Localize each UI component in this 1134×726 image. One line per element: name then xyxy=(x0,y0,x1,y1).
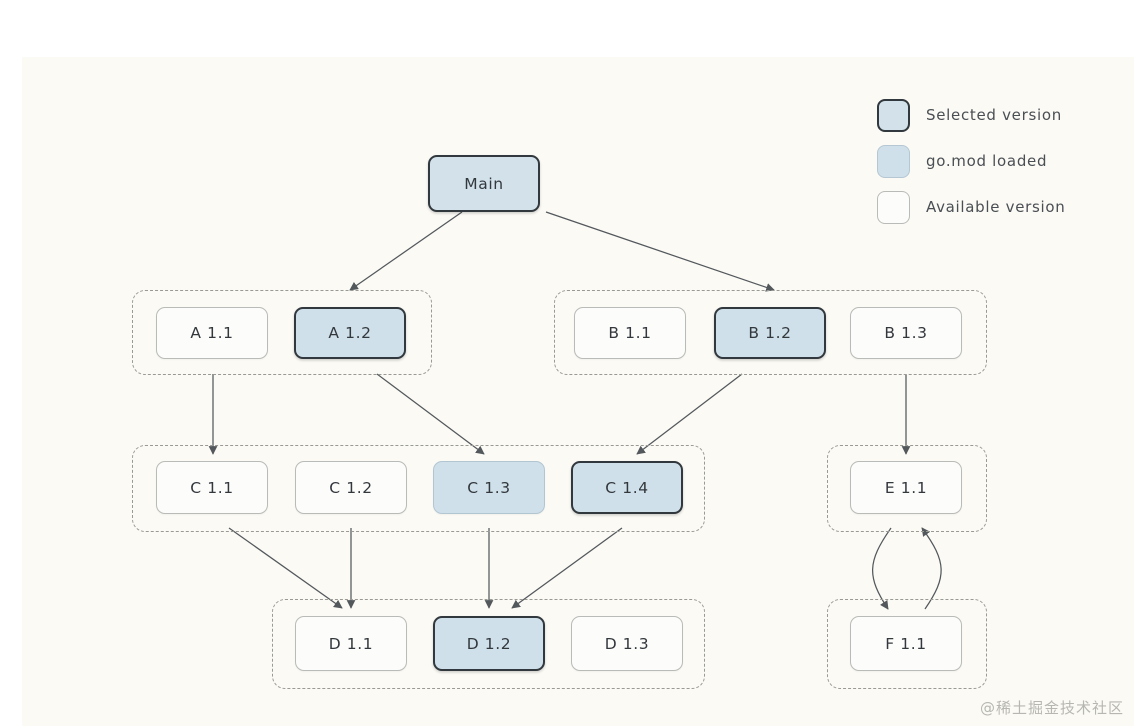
node-label: A 1.1 xyxy=(190,324,234,342)
edge-main-b12 xyxy=(545,211,775,292)
node-label: B 1.1 xyxy=(608,324,652,342)
node-b-1-2[interactable]: B 1.2 xyxy=(714,307,826,359)
legend-label-loaded: go.mod loaded xyxy=(926,152,1048,170)
legend-swatch-selected-icon xyxy=(877,98,910,132)
module-group-c xyxy=(132,445,705,532)
legend-item-selected: Selected version xyxy=(877,92,1107,138)
module-group-f xyxy=(827,599,987,689)
node-label: C 1.1 xyxy=(190,478,234,497)
legend-swatch-loaded-icon xyxy=(877,144,910,178)
node-label: C 1.4 xyxy=(605,478,649,497)
watermark: @稀土掘金技术社区 xyxy=(979,699,1124,717)
edge-a12-c13 xyxy=(376,373,485,455)
edge-c14-d12 xyxy=(511,527,623,609)
edge-f11-e11 xyxy=(921,527,942,610)
node-d-1-3[interactable]: D 1.3 xyxy=(571,616,683,671)
module-group-e xyxy=(827,445,987,532)
edge-main-a12 xyxy=(349,211,463,291)
edge-c11-d11 xyxy=(228,527,343,609)
node-label: D 1.1 xyxy=(328,634,374,653)
node-label: C 1.3 xyxy=(467,478,511,497)
node-label: F 1.1 xyxy=(885,634,927,653)
node-d-1-2[interactable]: D 1.2 xyxy=(433,616,545,671)
node-a-1-1[interactable]: A 1.1 xyxy=(156,307,268,359)
node-label: B 1.3 xyxy=(884,324,928,342)
node-c-1-4[interactable]: C 1.4 xyxy=(571,461,683,514)
node-label: C 1.2 xyxy=(329,478,373,497)
legend-label-selected: Selected version xyxy=(926,106,1062,124)
edge-b12-c14 xyxy=(636,373,743,455)
node-label: B 1.2 xyxy=(748,324,792,342)
node-f-1-1[interactable]: F 1.1 xyxy=(850,616,962,671)
node-c-1-3[interactable]: C 1.3 xyxy=(433,461,545,514)
node-c-1-2[interactable]: C 1.2 xyxy=(295,461,407,514)
node-c-1-1[interactable]: C 1.1 xyxy=(156,461,268,514)
node-label: Main xyxy=(464,174,504,193)
node-e-1-1[interactable]: E 1.1 xyxy=(850,461,962,514)
edge-e11-f11 xyxy=(872,527,892,610)
node-label: D 1.3 xyxy=(604,634,650,653)
diagram-canvas: Main A 1.1 A 1.2 B 1.1 B 1.2 B 1.3 C 1.1… xyxy=(22,57,1134,726)
node-label: D 1.2 xyxy=(466,634,512,653)
legend: Selected version go.mod loaded Available… xyxy=(877,92,1107,230)
legend-swatch-available-icon xyxy=(877,190,910,224)
node-b-1-3[interactable]: B 1.3 xyxy=(850,307,962,359)
module-group-a xyxy=(132,290,432,375)
node-b-1-1[interactable]: B 1.1 xyxy=(574,307,686,359)
node-d-1-1[interactable]: D 1.1 xyxy=(295,616,407,671)
legend-item-loaded: go.mod loaded xyxy=(877,138,1107,184)
module-group-d xyxy=(272,599,705,689)
module-group-b xyxy=(554,290,987,375)
node-a-1-2[interactable]: A 1.2 xyxy=(294,307,406,359)
legend-item-available: Available version xyxy=(877,184,1107,230)
node-label: A 1.2 xyxy=(328,324,372,342)
node-main[interactable]: Main xyxy=(428,155,540,212)
legend-label-available: Available version xyxy=(926,198,1066,216)
node-label: E 1.1 xyxy=(884,478,928,497)
